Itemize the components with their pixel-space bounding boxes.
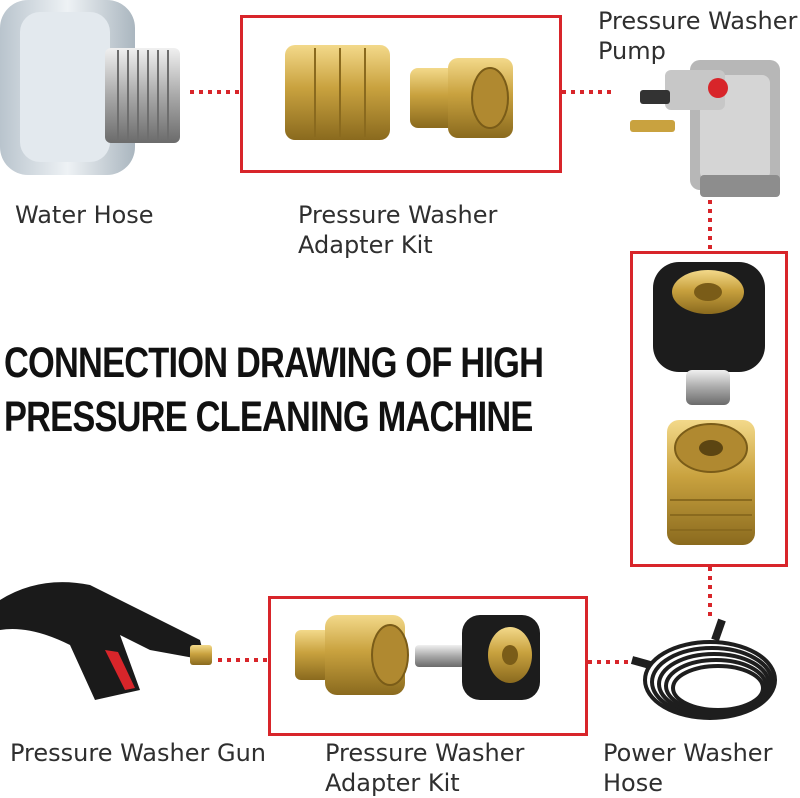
label-water-hose: Water Hose [15, 201, 154, 229]
spray-gun-icon [0, 582, 212, 700]
coiled-hose-icon [630, 618, 777, 720]
water-hose-icon [0, 0, 180, 175]
label-power-hose: Power Washer Hose [603, 739, 773, 797]
title-line-1: CONNECTION DRAWING OF HIGH [4, 339, 544, 387]
pump-icon [630, 60, 780, 197]
title-line-2: PRESSURE CLEANING MACHINE [4, 393, 533, 441]
label-adapter-kit-top: Pressure Washer Adapter Kit [298, 201, 498, 259]
fittings-frame-right [630, 251, 788, 567]
adapter-kit-frame-bottom [268, 596, 588, 736]
m22-fitting-icon [653, 262, 765, 545]
label-gun: Pressure Washer Gun [10, 739, 267, 767]
page-title: CONNECTION DRAWING OF HIGH PRESSURE CLEA… [4, 336, 544, 444]
adapter-kit-frame-top [240, 15, 562, 173]
brass-coupler-icon [295, 615, 540, 700]
label-adapter-kit-bottom: Pressure Washer Adapter Kit [325, 739, 525, 797]
label-pump: Pressure Washer Pump [598, 7, 798, 65]
brass-coupler-icon [285, 45, 513, 140]
